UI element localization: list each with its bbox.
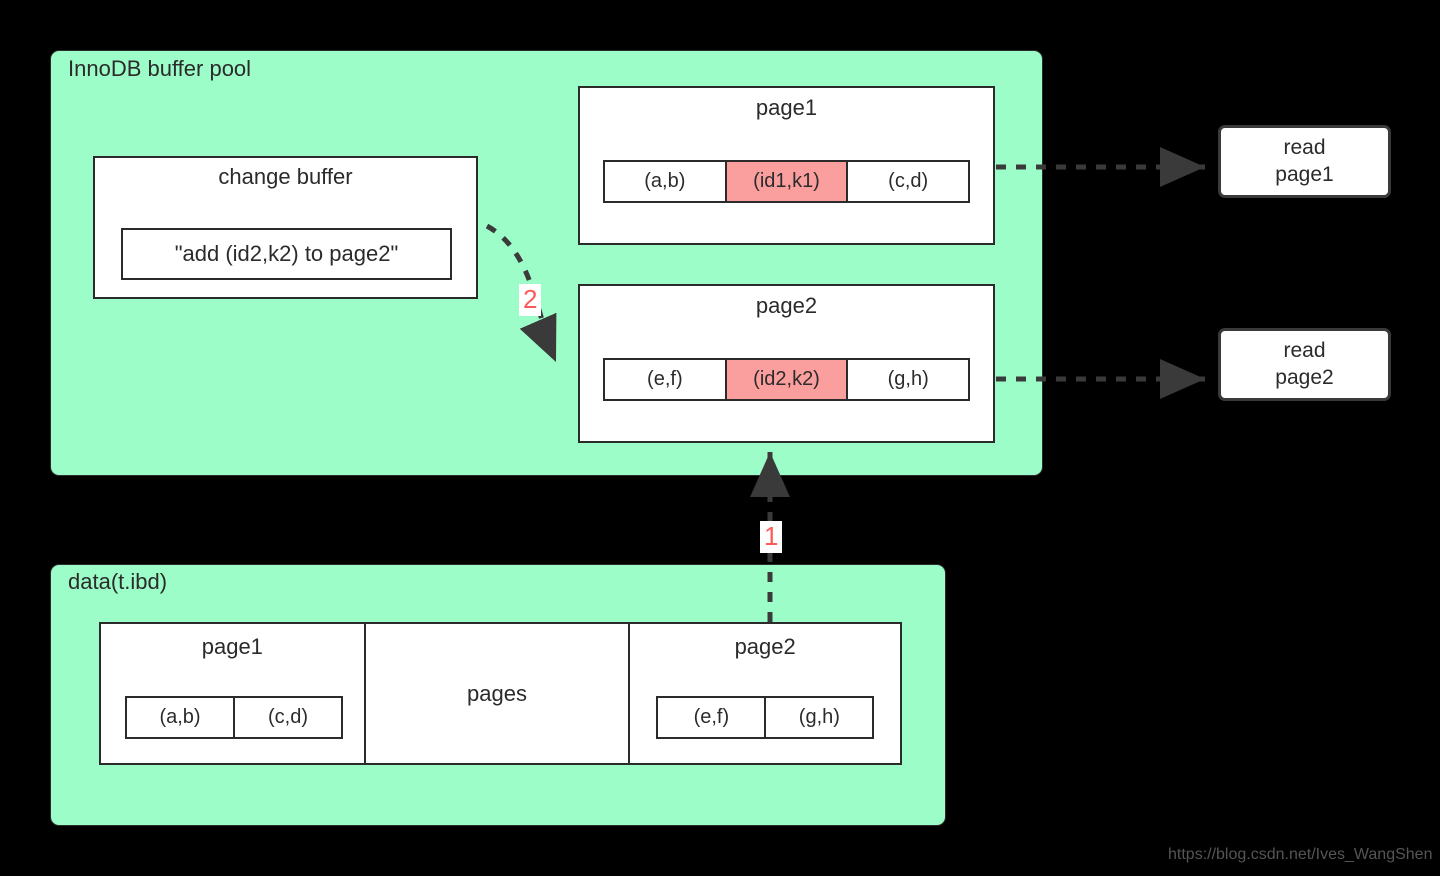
read-page1-line1: read [1283, 135, 1326, 159]
read-page2-box: read page2 [1218, 328, 1391, 401]
data-pages-ellipsis-text: pages [467, 680, 527, 706]
buffer-page1-cell-2: (c,d) [848, 162, 969, 201]
data-page2-cells: (e,f) (g,h) [656, 696, 875, 739]
data-page2-cell-0: (e,f) [658, 698, 767, 737]
buffer-page2-title: page2 [755, 293, 818, 318]
data-pages-ellipsis-column: pages [365, 624, 631, 763]
read-page2-line1: read [1283, 338, 1326, 362]
read-page2-line2: page2 [1275, 365, 1334, 389]
data-file-label: data(t.ibd) [68, 569, 168, 594]
data-page1-cell-0: (a,b) [127, 698, 235, 737]
buffer-page1-title: page1 [755, 95, 818, 120]
data-page1-column: page1 (a,b) (c,d) [101, 624, 366, 763]
buffer-page2-cell-0: (e,f) [605, 360, 727, 399]
buffer-page2-cell-1: (id2,k2) [726, 360, 849, 399]
step-badge-1: 1 [760, 521, 783, 553]
buffer-page1-cell-0: (a,b) [605, 162, 727, 201]
buffer-page1-cells: (a,b) (id1,k1) (c,d) [603, 160, 970, 203]
data-page1-cells: (a,b) (c,d) [125, 696, 343, 739]
data-file-pages-row: page1 (a,b) (c,d) pages page2 (e,f) (g,h… [99, 622, 902, 765]
change-buffer-entry: "add (id2,k2) to page2" [121, 228, 452, 280]
step-badge-2: 2 [519, 284, 542, 316]
change-buffer-title: change buffer [218, 164, 353, 189]
data-page2-cell-1: (g,h) [798, 706, 840, 728]
data-page2-column: page2 (e,f) (g,h) [630, 624, 900, 763]
buffer-page1-cell-1: (id1,k1) [726, 162, 849, 201]
watermark-text: https://blog.csdn.net/Ives_WangShen [1168, 846, 1433, 863]
read-page1-line2: page1 [1275, 162, 1334, 186]
innodb-buffer-pool-label: InnoDB buffer pool [68, 56, 252, 81]
data-page2-title: page2 [734, 634, 796, 659]
buffer-page2-cell-2: (g,h) [848, 360, 969, 399]
data-page1-title: page1 [201, 634, 263, 659]
buffer-page2-cells: (e,f) (id2,k2) (g,h) [603, 358, 970, 401]
read-page1-box: read page1 [1218, 125, 1391, 198]
data-page1-cell-1: (c,d) [268, 706, 308, 728]
